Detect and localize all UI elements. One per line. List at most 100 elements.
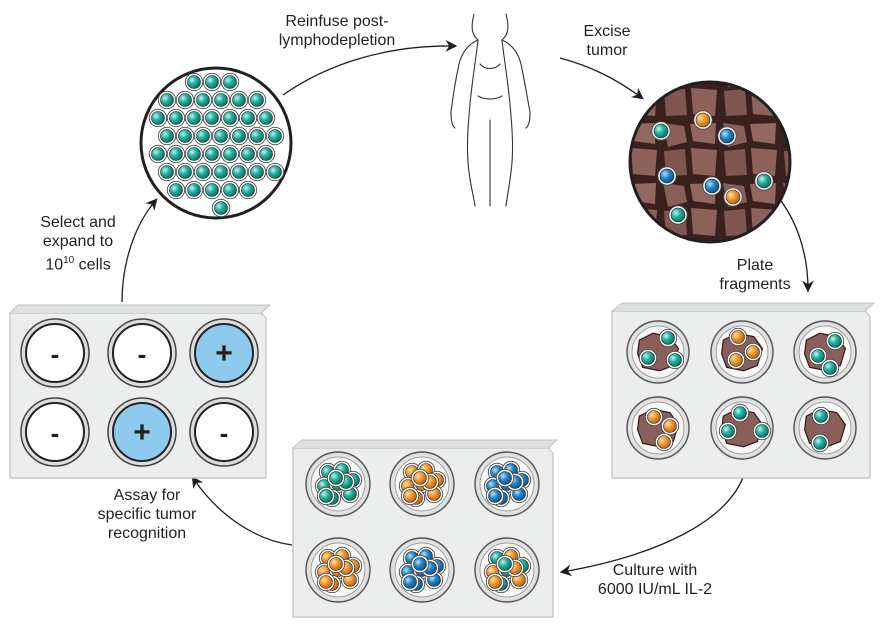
culture-well <box>389 537 455 603</box>
teal-t-cell <box>211 126 231 146</box>
teal-t-cell <box>184 108 204 128</box>
teal-t-cell <box>220 180 240 200</box>
minus-sign: - <box>51 418 60 448</box>
fragment-well <box>710 320 774 384</box>
assay-line1: Assay for <box>113 487 181 504</box>
teal-cell <box>810 433 830 453</box>
teal-t-cell <box>193 162 213 182</box>
arrow-reinfuse <box>282 40 458 96</box>
excise-label: Excise tumor <box>572 22 642 60</box>
teal-t-cell <box>148 144 168 164</box>
excise-line2: tumor <box>586 42 628 59</box>
orange-cell <box>400 486 420 506</box>
plus-sign: + <box>215 337 233 370</box>
teal-t-cell <box>229 126 249 146</box>
teal-t-cell <box>238 108 258 128</box>
teal-cell <box>316 486 336 506</box>
teal-t-cell <box>220 144 240 164</box>
culture-line1: Culture with <box>612 562 698 579</box>
fragment-plate <box>611 302 876 479</box>
orange-til-cell <box>723 187 743 207</box>
patient-body <box>450 13 531 207</box>
cell-count-unit: cells <box>74 256 111 274</box>
orange-cell <box>326 554 346 574</box>
teal-til-cell <box>668 205 688 225</box>
teal-t-cell <box>211 162 231 182</box>
positive-well: + <box>107 397 177 467</box>
culture-line2: 6000 IU/mL IL-2 <box>597 581 713 598</box>
teal-t-cell <box>184 72 204 92</box>
teal-t-cell <box>220 108 240 128</box>
teal-t-cell <box>202 144 222 164</box>
orange-cell <box>316 572 336 592</box>
culture-well <box>305 451 371 517</box>
teal-t-cell <box>175 90 195 110</box>
negative-well: - <box>20 318 90 388</box>
teal-t-cell <box>193 126 213 146</box>
minus-sign: - <box>51 339 60 369</box>
infusion-cell-circle <box>139 66 293 220</box>
culture-well <box>474 451 540 517</box>
minus-sign: - <box>220 418 229 448</box>
select-line2: expand to <box>42 233 114 250</box>
orange-cell <box>644 407 664 427</box>
negative-well: - <box>20 397 90 467</box>
teal-t-cell <box>211 198 231 218</box>
teal-cell <box>752 421 772 441</box>
fragment-well <box>793 320 857 384</box>
assay-label: Assay for specific tumor recognition <box>52 486 242 543</box>
select-line3: 1010 cells <box>18 251 138 274</box>
teal-cell <box>658 328 678 348</box>
culture-label: Culture with 6000 IU/mL IL-2 <box>565 561 745 599</box>
teal-t-cell <box>148 108 168 128</box>
teal-t-cell <box>238 180 258 200</box>
teal-t-cell <box>247 126 267 146</box>
culture-well <box>305 537 371 603</box>
blue-til-cell <box>702 176 722 196</box>
negative-well: - <box>189 397 259 467</box>
blue-cell <box>495 468 515 488</box>
teal-t-cell <box>166 108 186 128</box>
excise-line1: Excise <box>583 23 631 40</box>
teal-cell <box>820 358 840 378</box>
select-line1: Select and <box>40 214 116 231</box>
teal-t-cell <box>265 162 285 182</box>
assay-line3: recognition <box>107 525 187 542</box>
teal-t-cell <box>265 126 285 146</box>
teal-cell <box>808 346 828 366</box>
culture-well <box>389 451 455 517</box>
reinfuse-line2: lymphodepletion <box>278 32 396 49</box>
teal-cell <box>730 403 750 423</box>
teal-cell <box>718 421 738 441</box>
fragment-well <box>626 320 690 384</box>
assay-line2: specific tumor <box>97 506 197 523</box>
arrow-excise <box>559 57 644 100</box>
teal-t-cell <box>202 180 222 200</box>
blue-cell <box>400 572 420 592</box>
orange-cell <box>660 416 680 436</box>
teal-t-cell <box>175 162 195 182</box>
orange-cell <box>485 572 505 592</box>
teal-til-cell <box>651 121 671 141</box>
teal-t-cell <box>184 144 204 164</box>
culture-well <box>474 537 540 603</box>
assay-plate: - - + - + - <box>9 304 272 479</box>
negative-well: - <box>107 318 177 388</box>
reinfuse-line1: Reinfuse post- <box>285 13 389 30</box>
teal-t-cell <box>193 90 213 110</box>
orange-cell <box>410 468 430 488</box>
teal-cell <box>326 468 346 488</box>
teal-t-cell <box>256 144 276 164</box>
teal-t-cell <box>238 144 258 164</box>
plate-label: Plate fragments <box>700 256 810 294</box>
culture-plate <box>292 439 559 618</box>
teal-cell <box>811 406 831 426</box>
positive-well: + <box>189 318 259 388</box>
teal-t-cell <box>166 144 186 164</box>
teal-t-cell <box>247 90 267 110</box>
reinfuse-label: Reinfuse post- lymphodepletion <box>262 12 412 50</box>
teal-t-cell <box>157 162 177 182</box>
plate-line1: Plate <box>736 257 774 274</box>
cell-count-exponent: 10 <box>63 255 75 266</box>
teal-t-cell <box>157 126 177 146</box>
